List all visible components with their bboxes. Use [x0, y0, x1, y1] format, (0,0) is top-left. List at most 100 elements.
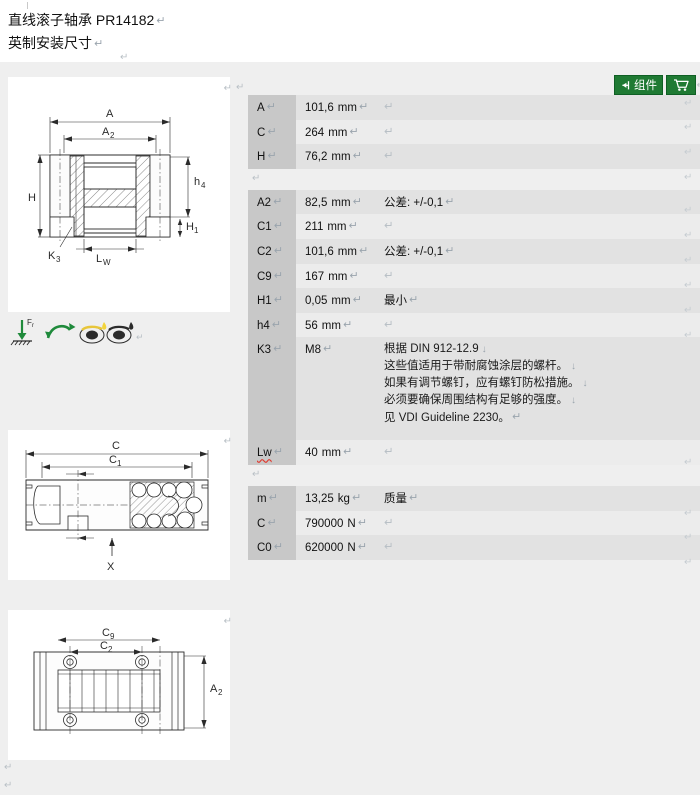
note-line: 必须要确保周围结构有足够的强度。↓ — [384, 394, 576, 407]
paragraph-mark: ↵ — [223, 436, 232, 447]
row-note: 公差: +/-0,1↵ — [384, 195, 455, 209]
svg-text:A: A — [102, 126, 110, 138]
svg-text:H: H — [186, 221, 194, 233]
paragraph-mark: ↵ — [684, 122, 693, 133]
svg-text:9: 9 — [110, 632, 115, 641]
row-note: ↵ — [384, 318, 394, 331]
paragraph-mark: ↵ — [684, 172, 693, 183]
svg-text:h: h — [194, 176, 200, 188]
svg-text:C: C — [100, 640, 108, 652]
note-line: 如果有调节螺钉，应有螺钉防松措施。↓ — [384, 377, 588, 390]
row-label: C1↵ — [248, 214, 296, 239]
row-note: 最小↵ — [384, 294, 419, 308]
assembly-button[interactable]: 组件 — [614, 75, 663, 95]
add-to-cart-button[interactable] — [666, 75, 696, 95]
paragraph-mark: ↵ — [684, 205, 693, 216]
svg-text:4: 4 — [201, 181, 206, 190]
svg-text:C: C — [109, 454, 117, 466]
row-label: h4↵ — [248, 312, 296, 338]
page-title-text: 直线滚子轴承 PR14182 — [8, 12, 155, 28]
row-label: A2↵ — [248, 189, 296, 215]
row-note: ↵ — [384, 101, 394, 113]
table-group-separator: ↵ — [248, 464, 700, 486]
paragraph-mark: ↵ — [684, 305, 693, 316]
drawing-cross-section-front-view: A A 2 H — [8, 77, 232, 312]
row-label: H↵ — [248, 144, 296, 169]
table-row-k3[interactable]: K3↵ M8↵ 根据 DIN 912-12.9↓ 这些值适用于带耐腐蚀涂层的螺杆… — [248, 337, 700, 441]
row-note: ↵ — [384, 150, 394, 163]
row-note: 质量↵ — [384, 491, 419, 505]
page-subtitle: 英制安装尺寸↵ — [8, 33, 103, 53]
paragraph-mark: ↵ — [252, 172, 261, 184]
radial-load-icon: F r — [10, 318, 34, 346]
property-icon-row: F r — [8, 314, 230, 350]
paragraph-mark: ↵ — [684, 255, 693, 266]
assembly-button-label: 组件 — [634, 80, 657, 92]
note-line: 见 VDI Guideline 2230。↵ — [384, 411, 522, 425]
pilcrow-mark: ↵ — [94, 38, 104, 50]
paragraph-mark: ↵ — [4, 780, 13, 791]
row-note-block: 根据 DIN 912-12.9↓ 这些值适用于带耐腐蚀涂层的螺杆。↓ 如果有调节… — [384, 337, 588, 432]
motion-arrow-icon — [45, 323, 76, 339]
pilcrow-mark: ↵ — [156, 15, 166, 27]
paragraph-mark: ↵ — [4, 762, 13, 773]
drawing-side-section-view: C C 1 — [8, 430, 232, 580]
svg-text:A: A — [210, 683, 218, 695]
svg-text:r: r — [32, 323, 34, 329]
drawing-top-view: C 9 C 2 A 2 — [8, 610, 232, 760]
shopping-cart-icon — [673, 78, 689, 92]
row-note: ↵ — [384, 269, 394, 282]
row-note: ↵ — [384, 446, 394, 459]
paragraph-mark: ↵ — [684, 457, 693, 468]
svg-text:X: X — [107, 561, 115, 573]
row-label: C0↵ — [248, 535, 296, 560]
row-note: ↵ — [384, 541, 394, 554]
note-line: 这些值适用于带耐腐蚀涂层的螺杆。↓ — [384, 360, 576, 373]
svg-text:F: F — [27, 318, 32, 327]
svg-text:W: W — [103, 258, 111, 267]
paragraph-mark: ↵ — [684, 147, 693, 158]
svg-text:L: L — [96, 253, 102, 265]
svg-text:2: 2 — [108, 645, 113, 654]
paragraph-mark: ↵ — [684, 98, 693, 109]
paragraph-mark: ↵ — [697, 80, 700, 91]
row-note: ↵ — [384, 125, 394, 138]
grease-lubrication-icon — [106, 322, 134, 344]
row-label: C2↵ — [248, 238, 296, 264]
paragraph-mark: ↵ — [684, 532, 693, 543]
paragraph-mark: ↵ — [684, 230, 693, 241]
row-note: 公差: +/-0,1↵ — [384, 244, 455, 258]
paragraph-mark: ↵ — [236, 82, 245, 93]
paragraph-mark: ↵ — [684, 557, 693, 568]
paragraph-mark: ↵ — [223, 83, 232, 94]
